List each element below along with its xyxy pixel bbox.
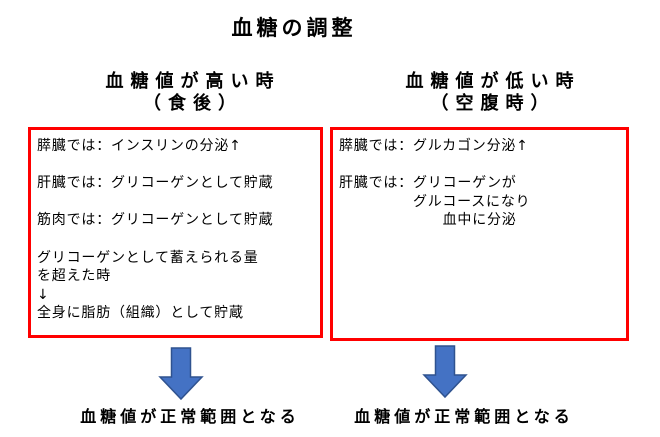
high-blood-sugar-box-text: 膵臓では：インスリンの分泌↑ 肝臓では：グリコーゲンとして貯蔵 筋肉では：グリコ… bbox=[37, 138, 274, 322]
low-blood-sugar-box: 膵臓では：グルカゴン分泌↑ 肝臓では：グリコーゲンが グルコースになり 血中に分… bbox=[330, 127, 629, 341]
high-blood-sugar-box: 膵臓では：インスリンの分泌↑ 肝臓では：グリコーゲンとして貯蔵 筋肉では：グリコ… bbox=[28, 127, 323, 338]
right-result-text: 血糖値が正常範囲となる bbox=[354, 407, 574, 426]
low-blood-sugar-box-text: 膵臓では：グルカゴン分泌↑ 肝臓では：グリコーゲンが グルコースになり 血中に分… bbox=[339, 138, 531, 229]
left-column-header: 血糖値が高い時 （食後） bbox=[43, 71, 343, 115]
right-column-header-line2: （空腹時） bbox=[430, 93, 556, 114]
left-column-header-line2: （食後） bbox=[143, 93, 243, 114]
right-column-header-line1: 血糖値が低い時 bbox=[405, 71, 581, 92]
down-arrow-icon bbox=[422, 345, 468, 399]
down-arrow-icon bbox=[158, 347, 204, 401]
page-title: 血糖の調整 bbox=[231, 16, 357, 40]
right-column-header: 血糖値が低い時 （空腹時） bbox=[343, 71, 643, 115]
left-result-text: 血糖値が正常範囲となる bbox=[80, 407, 300, 426]
left-column-header-line1: 血糖値が高い時 bbox=[105, 71, 281, 92]
